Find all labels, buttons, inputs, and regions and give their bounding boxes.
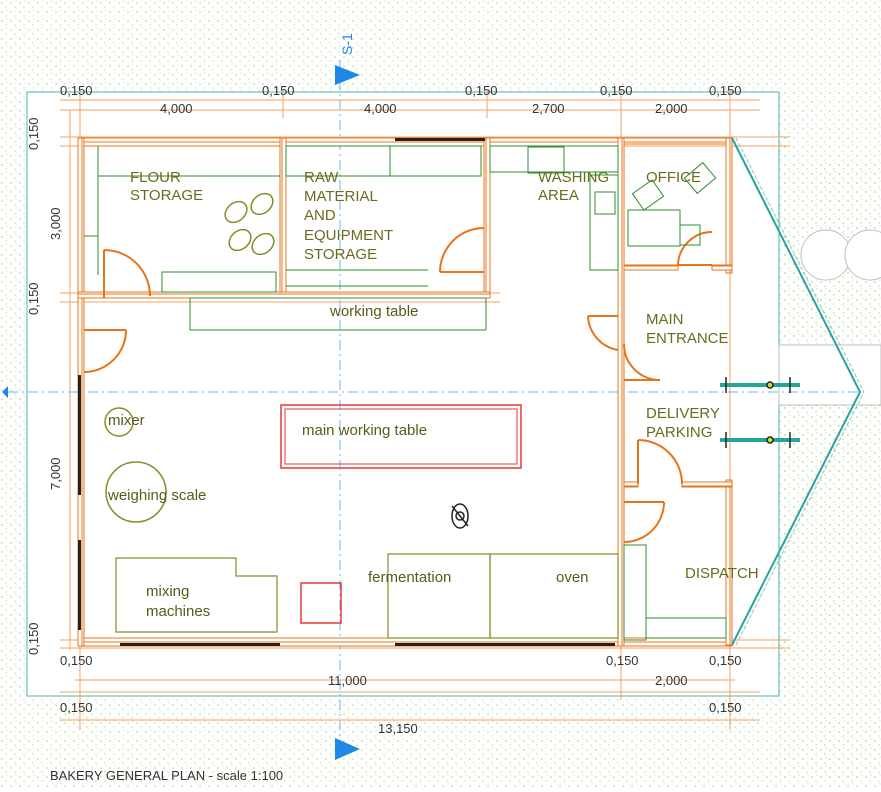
delivery-parking-label-2: PARKING <box>646 424 712 441</box>
fermentation-label: fermentation <box>368 569 451 586</box>
flour-storage-label-1: FLOUR <box>130 169 181 186</box>
mixing-machines-label-2: machines <box>146 603 210 620</box>
raw-material-label-4: EQUIPMENT <box>304 227 393 244</box>
dim-total: 13,150 <box>378 721 418 736</box>
raw-material-label-2: MATERIAL <box>304 188 378 205</box>
plan-caption: BAKERY GENERAL PLAN - scale 1:100 <box>50 768 284 783</box>
person-icon <box>451 503 469 529</box>
dimension-labels: 0,150 0,150 0,150 0,150 0,150 4,000 4,00… <box>26 83 742 736</box>
dim-top-1: 0,150 <box>60 83 93 98</box>
mixer-outline <box>104 407 134 437</box>
dim-span-4: 2,000 <box>655 101 688 116</box>
main-working-table-outline <box>280 404 522 469</box>
dim-left-1: 0,150 <box>26 117 41 150</box>
dim-bottom-span-2: 2,000 <box>655 673 688 688</box>
dim-top-4: 0,150 <box>600 83 633 98</box>
raw-material-label-3: AND <box>304 207 336 224</box>
shelving <box>84 145 727 641</box>
mixing-machines-outline <box>115 557 278 633</box>
furniture-labels: working table main working table mixer w… <box>107 303 589 620</box>
doors <box>83 227 713 543</box>
oven-outline <box>489 553 619 639</box>
main-working-table-label: main working table <box>302 422 427 439</box>
dim-span-3: 2,700 <box>532 101 565 116</box>
section-arrow-bottom <box>335 738 360 760</box>
office-label: OFFICE <box>646 169 701 186</box>
dim-left-3: 0,150 <box>26 282 41 315</box>
main-entrance-label-2: ENTRANCE <box>646 330 729 347</box>
dim-bottom-4: 0,150 <box>60 700 93 715</box>
grass-right <box>779 160 880 780</box>
main-entrance-label-1: MAIN <box>646 311 684 328</box>
mixing-machines-label-1: mixing <box>146 583 189 600</box>
dim-span-1: 4,000 <box>160 101 193 116</box>
dim-bottom-3: 0,150 <box>709 653 742 668</box>
tree-2 <box>844 229 881 281</box>
glass-facade <box>731 137 862 646</box>
dim-bottom-2: 0,150 <box>606 653 639 668</box>
section-marker: S-1 <box>339 33 355 55</box>
dim-left-4: 7,000 <box>48 457 63 490</box>
working-table-label: working table <box>329 303 418 320</box>
dim-bottom-span-1: 11,000 <box>328 673 367 688</box>
room-labels: FLOUR STORAGE RAW MATERIAL AND EQUIPMENT… <box>130 169 759 582</box>
equipment <box>104 404 619 639</box>
section-arrow-top <box>335 65 360 85</box>
oven-label: oven <box>556 569 589 586</box>
dim-bottom-5: 0,150 <box>709 700 742 715</box>
washing-area-label-1: WASHING <box>538 169 609 186</box>
tree-1 <box>800 229 852 281</box>
weighing-scale-label: weighing scale <box>107 487 206 504</box>
raw-material-label-5: STORAGE <box>304 246 377 263</box>
dim-top-2: 0,150 <box>262 83 295 98</box>
dim-left-5: 0,150 <box>26 622 41 655</box>
driveway <box>778 344 881 406</box>
raw-material-label-1: RAW <box>304 169 339 186</box>
delivery-parking-label-1: DELIVERY <box>646 405 720 422</box>
washing-area-label-2: AREA <box>538 187 579 204</box>
site-boundary <box>26 91 780 697</box>
trolley-outline <box>300 582 342 624</box>
section-arrow-left <box>2 386 8 398</box>
flour-storage-label-2: STORAGE <box>130 187 203 204</box>
mixer-label: mixer <box>108 412 145 429</box>
flour-sacks <box>224 192 275 256</box>
dim-span-2: 4,000 <box>364 101 397 116</box>
dim-bottom-1: 0,150 <box>60 653 93 668</box>
dim-top-5: 0,150 <box>709 83 742 98</box>
dim-left-2: 3,000 <box>48 207 63 240</box>
walls <box>77 137 733 647</box>
dim-top-3: 0,150 <box>465 83 498 98</box>
weighing-scale-outline <box>105 461 167 523</box>
bicycle-icon <box>720 377 800 448</box>
dispatch-label: DISPATCH <box>685 565 759 582</box>
